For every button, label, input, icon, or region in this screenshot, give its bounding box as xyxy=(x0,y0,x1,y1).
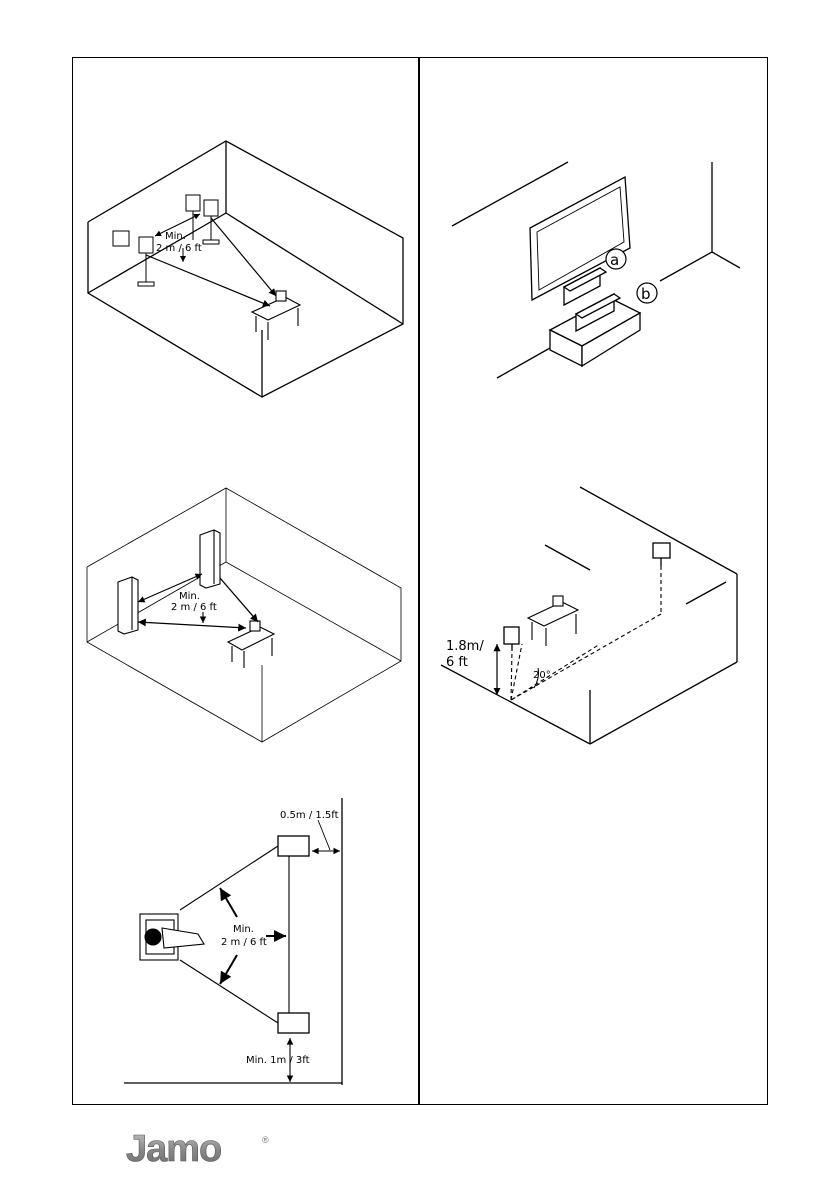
fig5-wall-distance-label: 0.5m / 1.5ft xyxy=(280,810,339,821)
speaker-right xyxy=(203,200,219,244)
jamo-logo: Jamo ® xyxy=(126,1131,271,1171)
fig4-height-label-2: 6 ft xyxy=(446,655,468,670)
fig3-min-label: Min. xyxy=(179,591,200,602)
registered-mark: ® xyxy=(262,1135,269,1145)
figure-4-surround-height xyxy=(441,487,737,744)
figure-2-tv-center xyxy=(452,162,740,378)
fig5-back-wall-label: Min. 1m / 3ft xyxy=(246,1055,310,1066)
floorstander-left xyxy=(118,577,138,634)
speaker-top-upper xyxy=(278,836,309,856)
listener-chair-2 xyxy=(228,621,274,668)
fig2-label-a: a xyxy=(610,251,619,269)
figure-1-room-bookshelf xyxy=(88,141,403,397)
fig4-height-label-1: 1.8m/ xyxy=(446,639,484,654)
logo-wordmark: Jamo xyxy=(126,1131,221,1167)
speaker-top-lower xyxy=(278,1013,309,1033)
fig5-distance-label: 2 m / 6 ft xyxy=(221,937,267,948)
fig1-distance-label: 2 m / 6 ft xyxy=(156,243,202,254)
fig3-distance-label: 2 m / 6 ft xyxy=(171,602,217,613)
fig1-min-label: Min. xyxy=(165,231,186,242)
fig2-label-b: b xyxy=(641,285,651,303)
wall-speaker-rear xyxy=(653,543,670,566)
figure-3-room-floorstanding xyxy=(87,488,401,742)
room-outline xyxy=(88,141,403,397)
listener-chair xyxy=(252,291,300,340)
fig4-angle-label: 20° xyxy=(533,670,551,681)
listener-chair-3 xyxy=(528,596,578,646)
listener-top-view xyxy=(140,914,204,960)
wall-speaker-side xyxy=(504,627,519,650)
floorstander-right xyxy=(200,530,220,588)
fig5-min-label: Min. xyxy=(233,924,254,935)
